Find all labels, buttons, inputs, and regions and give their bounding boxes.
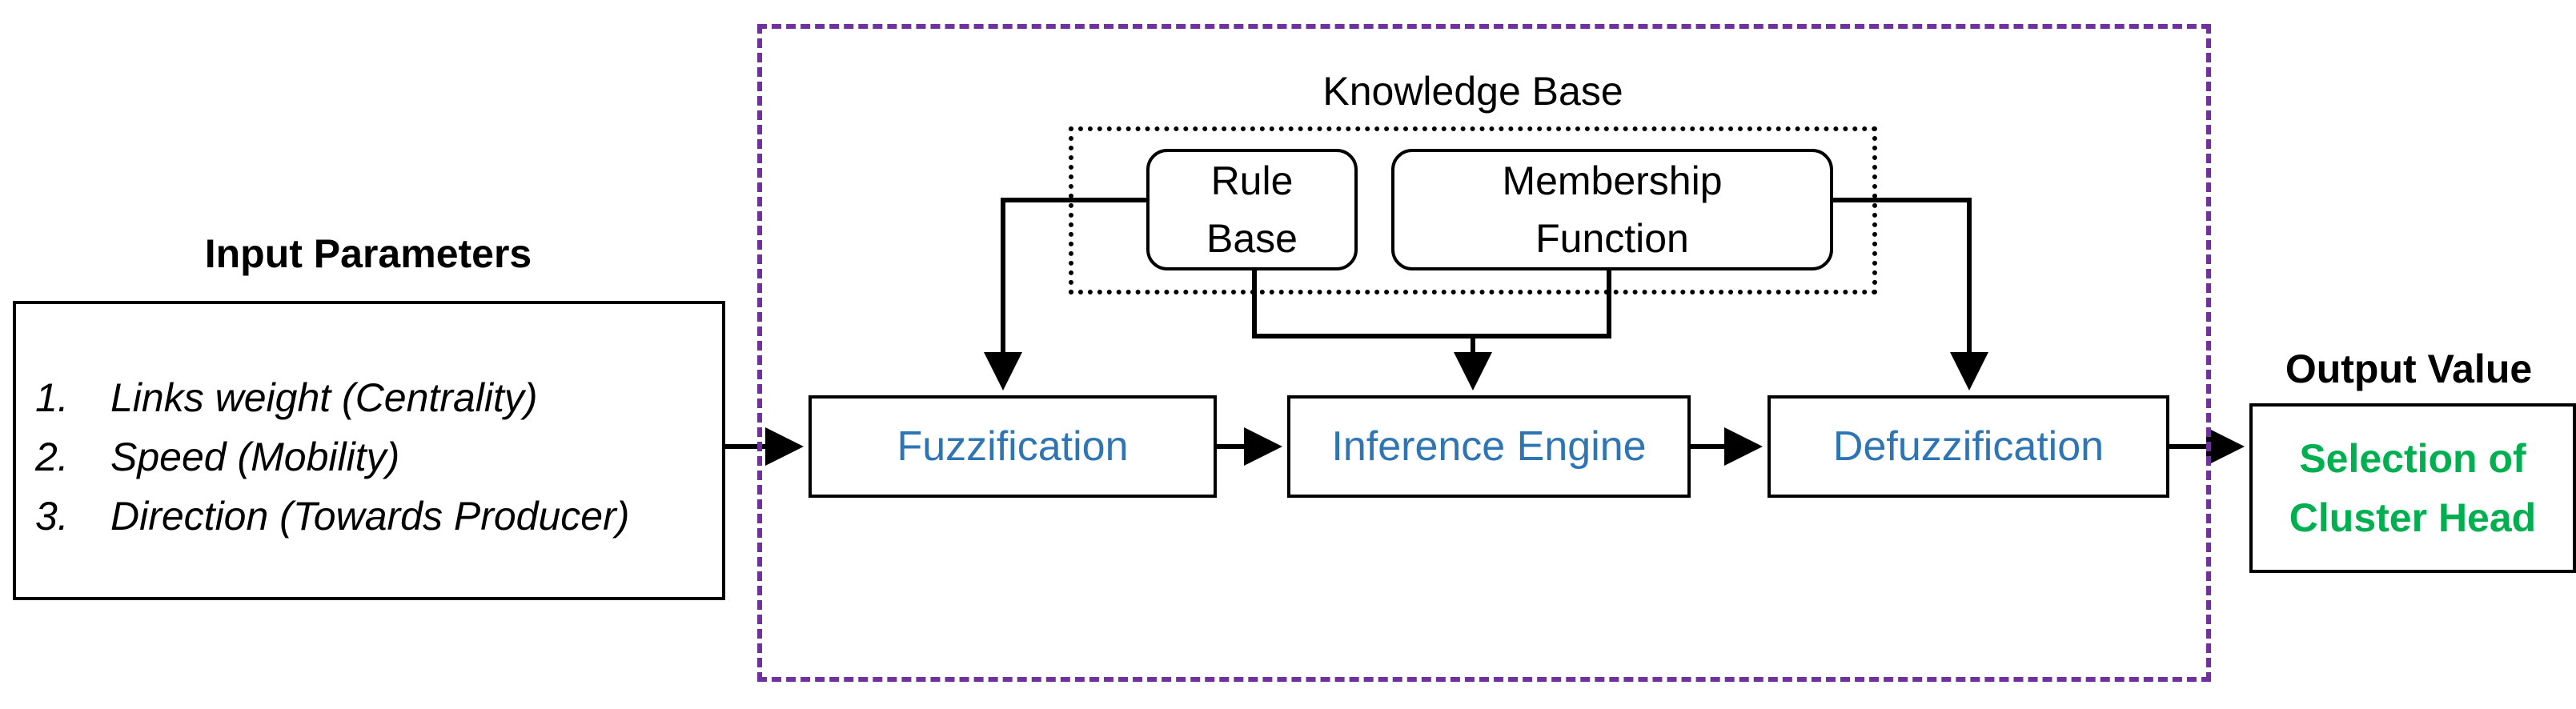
inference-engine-box: Inference Engine bbox=[1287, 395, 1691, 498]
input-parameter-number: 3. bbox=[35, 494, 69, 539]
input-parameter-item: 1. Links weight (Centrality) bbox=[35, 368, 629, 427]
input-parameter-number: 1. bbox=[35, 375, 69, 420]
output-value-line2: Cluster Head bbox=[2289, 495, 2537, 540]
defuzzification-box: Defuzzification bbox=[1767, 395, 2169, 498]
input-parameters-box: 1. Links weight (Centrality) 2. Speed (Mob… bbox=[13, 301, 725, 600]
membership-function-label-line2: Function bbox=[1535, 216, 1689, 261]
rule-base-box: Rule Base bbox=[1146, 149, 1358, 270]
knowledge-base-title: Knowledge Base bbox=[1322, 69, 1623, 114]
input-parameter-item: 3. Direction (Towards Producer) bbox=[35, 487, 629, 546]
membership-function-label-line1: Membership bbox=[1502, 158, 1723, 203]
output-value-line1: Selection of bbox=[2299, 436, 2526, 481]
rule-base-label-line2: Base bbox=[1206, 216, 1298, 261]
inference-engine-label: Inference Engine bbox=[1331, 423, 1647, 470]
membership-function-box: Membership Function bbox=[1391, 149, 1833, 270]
fuzzification-box: Fuzzification bbox=[809, 395, 1217, 498]
input-parameter-text: Direction (Towards Producer) bbox=[110, 494, 630, 539]
fuzzy-system-boundary bbox=[757, 24, 2211, 682]
defuzzification-label: Defuzzification bbox=[1832, 423, 2105, 470]
fuzzification-label: Fuzzification bbox=[897, 423, 1129, 470]
arrow-rulebase-to-fuzzification bbox=[984, 198, 1146, 391]
line-rulebase-down bbox=[1252, 270, 1611, 338]
input-parameter-item: 2. Speed (Mobility) bbox=[35, 427, 629, 487]
input-parameter-text: Speed (Mobility) bbox=[110, 435, 400, 479]
input-parameter-number: 2. bbox=[35, 435, 69, 479]
output-value-box: Selection of Cluster Head bbox=[2249, 403, 2576, 573]
input-parameters-title: Input Parameters bbox=[204, 231, 532, 276]
knowledge-base-frame bbox=[1069, 126, 1877, 294]
input-parameters-list: 1. Links weight (Centrality) 2. Speed (Mob… bbox=[35, 368, 629, 546]
output-value-title: Output Value bbox=[2285, 346, 2533, 391]
input-parameter-text: Links weight (Centrality) bbox=[110, 375, 538, 420]
rule-base-label-line1: Rule bbox=[1210, 158, 1294, 203]
arrow-membership-to-defuzzification bbox=[1833, 198, 1988, 391]
